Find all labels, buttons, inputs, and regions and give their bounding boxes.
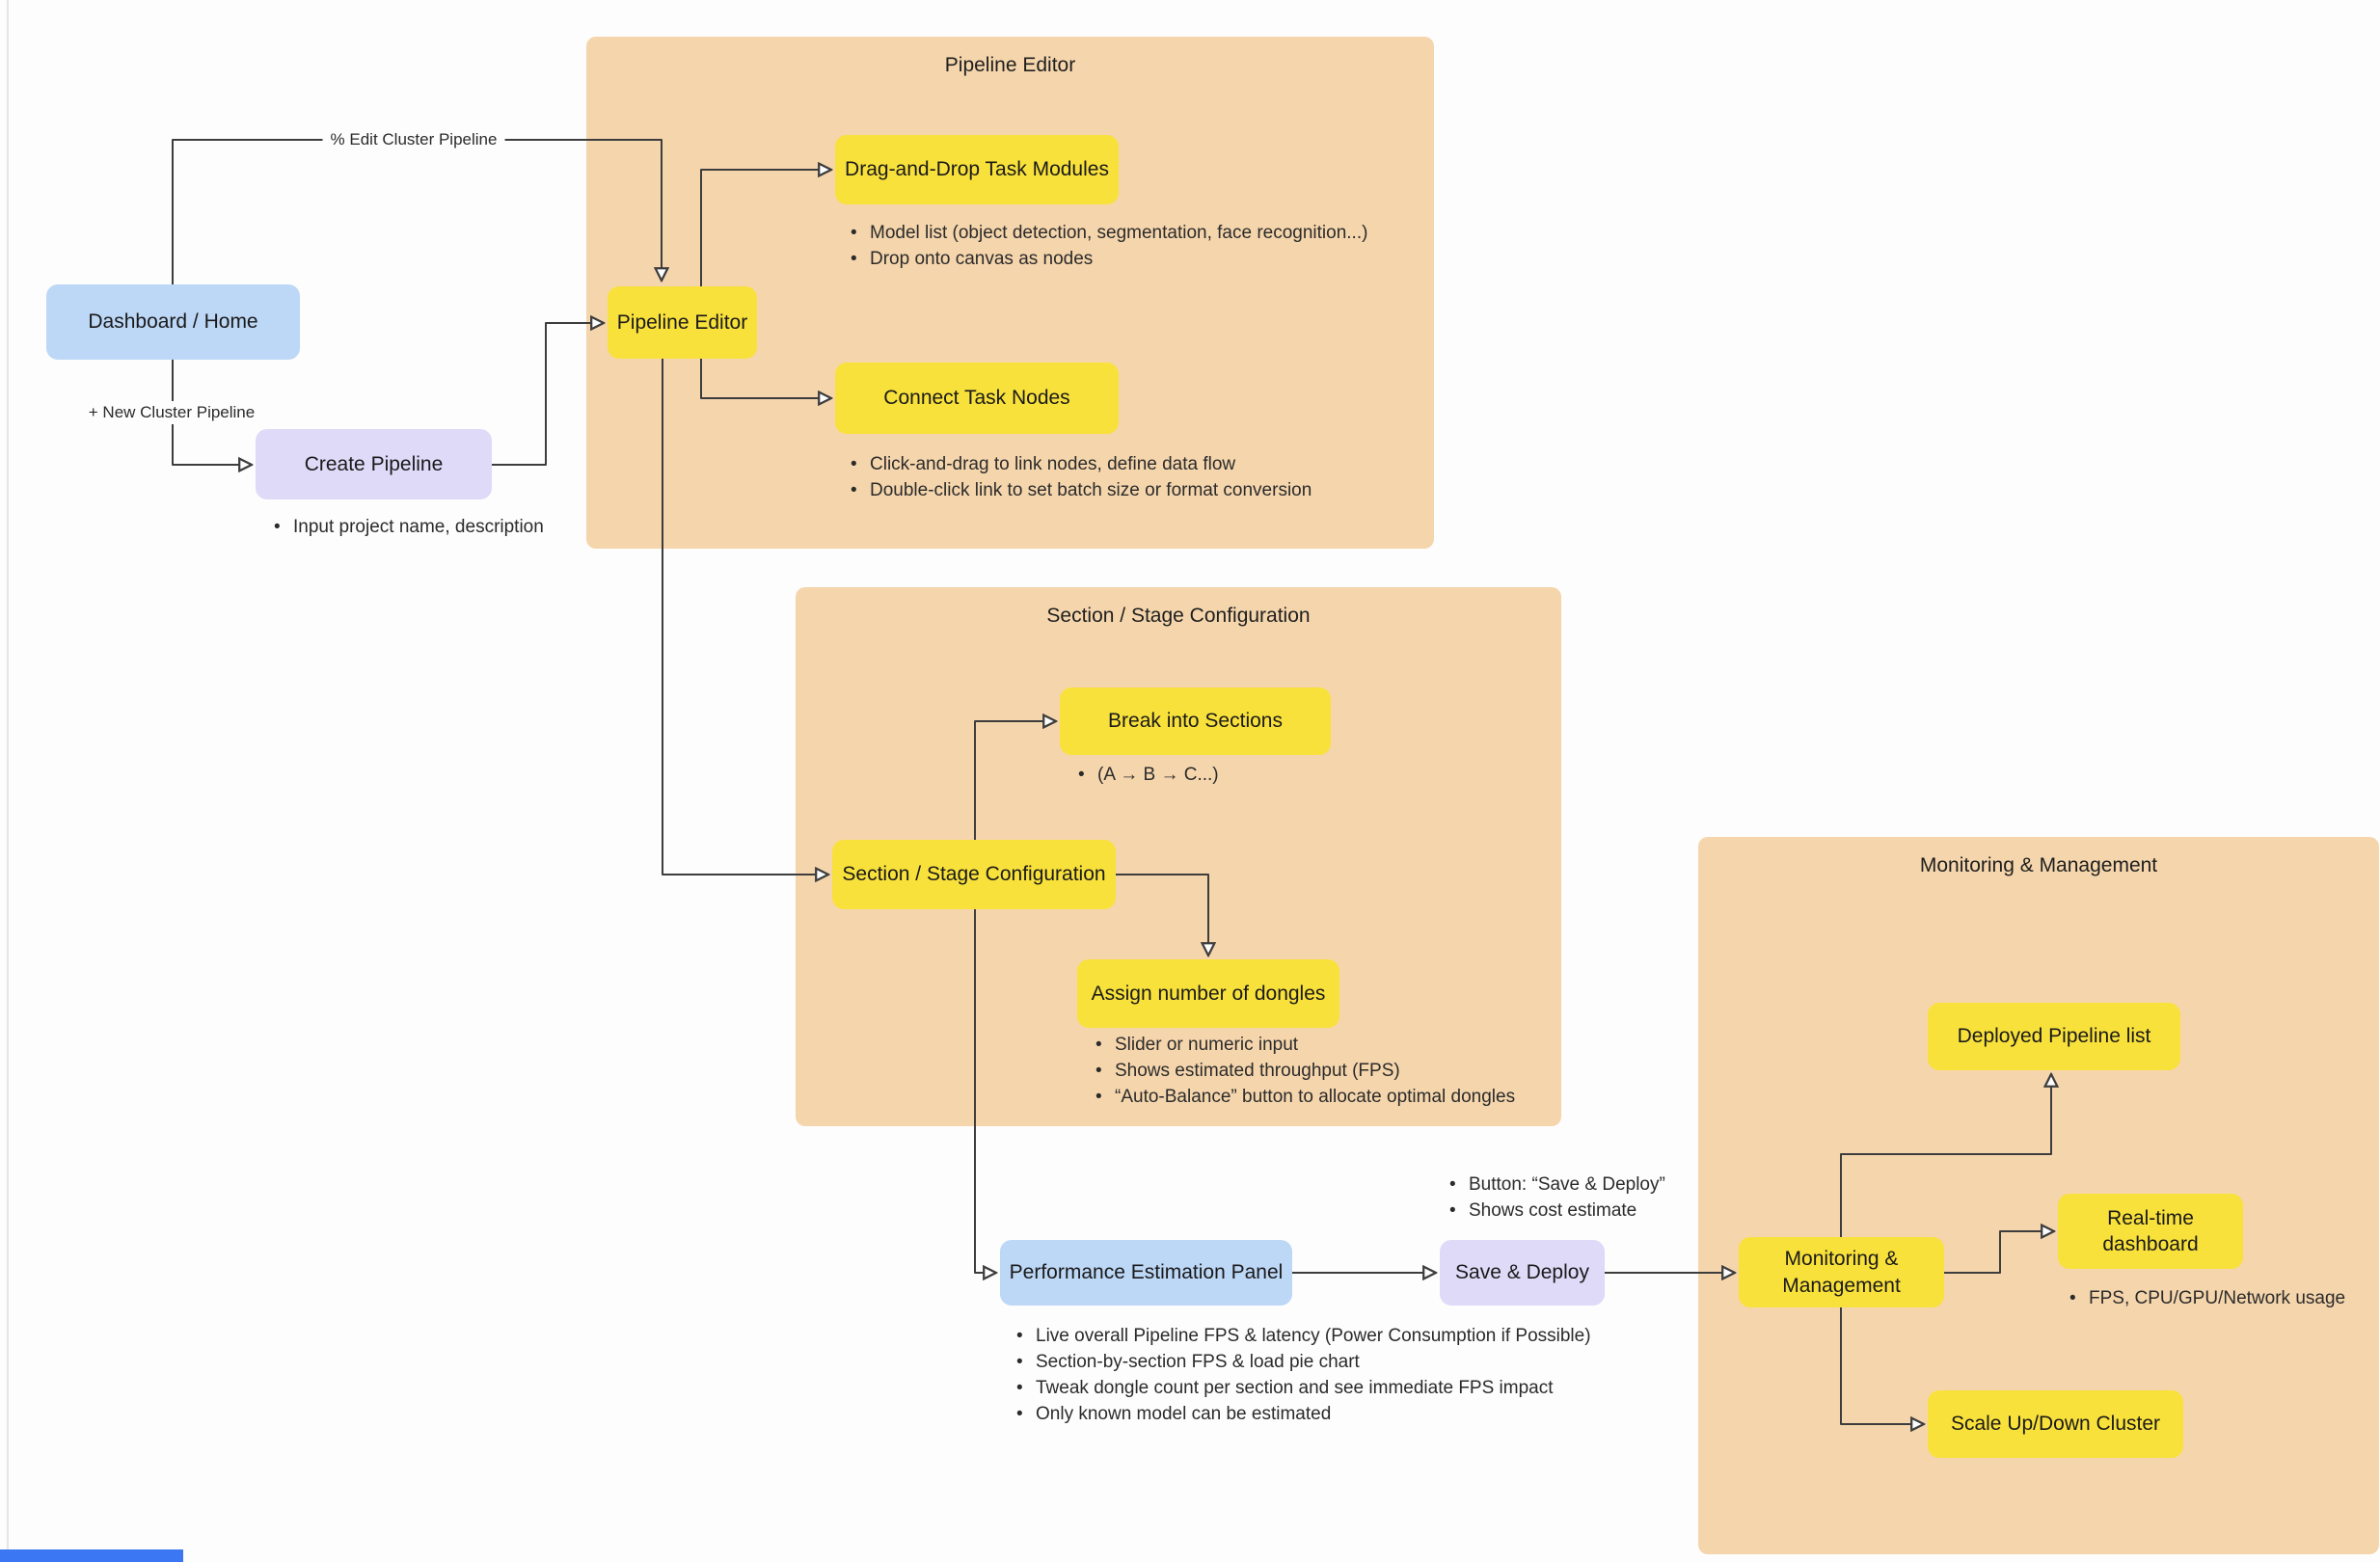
note-item: Only known model can be estimated <box>1011 1401 1591 1427</box>
notes-assign-dongles: Slider or numeric input Shows estimated … <box>1090 1032 1515 1110</box>
note-item: Slider or numeric input <box>1090 1032 1515 1058</box>
note-item: Shows estimated throughput (FPS) <box>1090 1058 1515 1084</box>
edge-label-edit-cluster-pipeline: % Edit Cluster Pipeline <box>322 128 505 151</box>
group-title: Pipeline Editor <box>944 54 1076 76</box>
group-title: Monitoring & Management <box>1919 854 2158 876</box>
note-item: “Auto-Balance” button to allocate optima… <box>1090 1084 1515 1110</box>
node-label: Pipeline Editor <box>616 310 748 334</box>
node-label: Drag-and-Drop Task Modules <box>845 158 1109 181</box>
node-dashboard-home[interactable]: Dashboard / Home <box>46 284 300 360</box>
node-label: Assign number of dongles <box>1091 982 1326 1005</box>
node-drag-and-drop-task-modules[interactable]: Drag-and-Drop Task Modules <box>835 135 1119 204</box>
node-scale-up-down-cluster[interactable]: Scale Up/Down Cluster <box>1928 1390 2183 1458</box>
node-break-into-sections[interactable]: Break into Sections <box>1060 687 1331 755</box>
node-label: Create Pipeline <box>304 452 444 475</box>
note-item: Model list (object detection, segmentati… <box>845 220 1367 246</box>
notes-drag-and-drop: Model list (object detection, segmentati… <box>845 220 1367 272</box>
node-pipeline-editor[interactable]: Pipeline Editor <box>608 286 757 359</box>
node-section-stage-configuration[interactable]: Section / Stage Configuration <box>832 840 1116 909</box>
node-real-time-dashboard[interactable]: Real-time dashboard <box>2058 1194 2243 1269</box>
node-performance-estimation-panel[interactable]: Performance Estimation Panel <box>1000 1240 1292 1306</box>
note-item: Double-click link to set batch size or f… <box>845 477 1312 503</box>
group-title: Section / Stage Configuration <box>1046 605 1311 627</box>
node-deployed-pipeline-list[interactable]: Deployed Pipeline list <box>1928 1003 2180 1070</box>
node-label: Section / Stage Configuration <box>842 863 1106 886</box>
notes-realtime-dashboard: FPS, CPU/GPU/Network usage <box>2064 1285 2345 1311</box>
node-label: Connect Task Nodes <box>883 387 1070 410</box>
canvas-left-border <box>7 0 9 1562</box>
node-label: Break into Sections <box>1108 710 1283 733</box>
node-label: Deployed Pipeline list <box>1957 1025 2151 1048</box>
note-item: Live overall Pipeline FPS & latency (Pow… <box>1011 1323 1591 1349</box>
node-connect-task-nodes[interactable]: Connect Task Nodes <box>835 363 1119 434</box>
note-item: Section-by-section FPS & load pie chart <box>1011 1349 1591 1375</box>
note-item: Input project name, description <box>268 514 544 540</box>
note-item: Drop onto canvas as nodes <box>845 246 1367 272</box>
node-label: Performance Estimation Panel <box>1009 1261 1284 1284</box>
node-label: Dashboard / Home <box>88 310 258 334</box>
node-label: Save & Deploy <box>1455 1261 1589 1284</box>
notes-create-pipeline: Input project name, description <box>268 514 544 540</box>
node-label: Scale Up/Down Cluster <box>1950 1413 2161 1436</box>
node-create-pipeline[interactable]: Create Pipeline <box>256 429 492 499</box>
note-item: Click-and-drag to link nodes, define dat… <box>845 451 1312 477</box>
note-item: Shows cost estimate <box>1444 1198 1665 1224</box>
notes-performance-panel: Live overall Pipeline FPS & latency (Pow… <box>1011 1323 1591 1427</box>
node-save-and-deploy[interactable]: Save & Deploy <box>1440 1240 1605 1306</box>
node-label: Monitoring & Management <box>1782 1248 1901 1297</box>
node-monitoring-and-management[interactable]: Monitoring & Management <box>1739 1237 1944 1307</box>
notes-connect-task-nodes: Click-and-drag to link nodes, define dat… <box>845 451 1312 503</box>
note-item: (A → B → C...) <box>1072 762 1219 788</box>
notes-break-into-sections: (A → B → C...) <box>1072 762 1219 788</box>
node-assign-number-of-dongles[interactable]: Assign number of dongles <box>1077 959 1339 1028</box>
node-label: Real-time dashboard <box>2102 1206 2199 1255</box>
horizontal-scrollbar-thumb[interactable] <box>0 1549 183 1562</box>
note-item: Button: “Save & Deploy” <box>1444 1172 1665 1198</box>
note-item: Tweak dongle count per section and see i… <box>1011 1375 1591 1401</box>
notes-save-and-deploy: Button: “Save & Deploy” Shows cost estim… <box>1444 1172 1665 1224</box>
edge-label-new-cluster-pipeline: + New Cluster Pipeline <box>80 401 263 424</box>
note-item: FPS, CPU/GPU/Network usage <box>2064 1285 2345 1311</box>
